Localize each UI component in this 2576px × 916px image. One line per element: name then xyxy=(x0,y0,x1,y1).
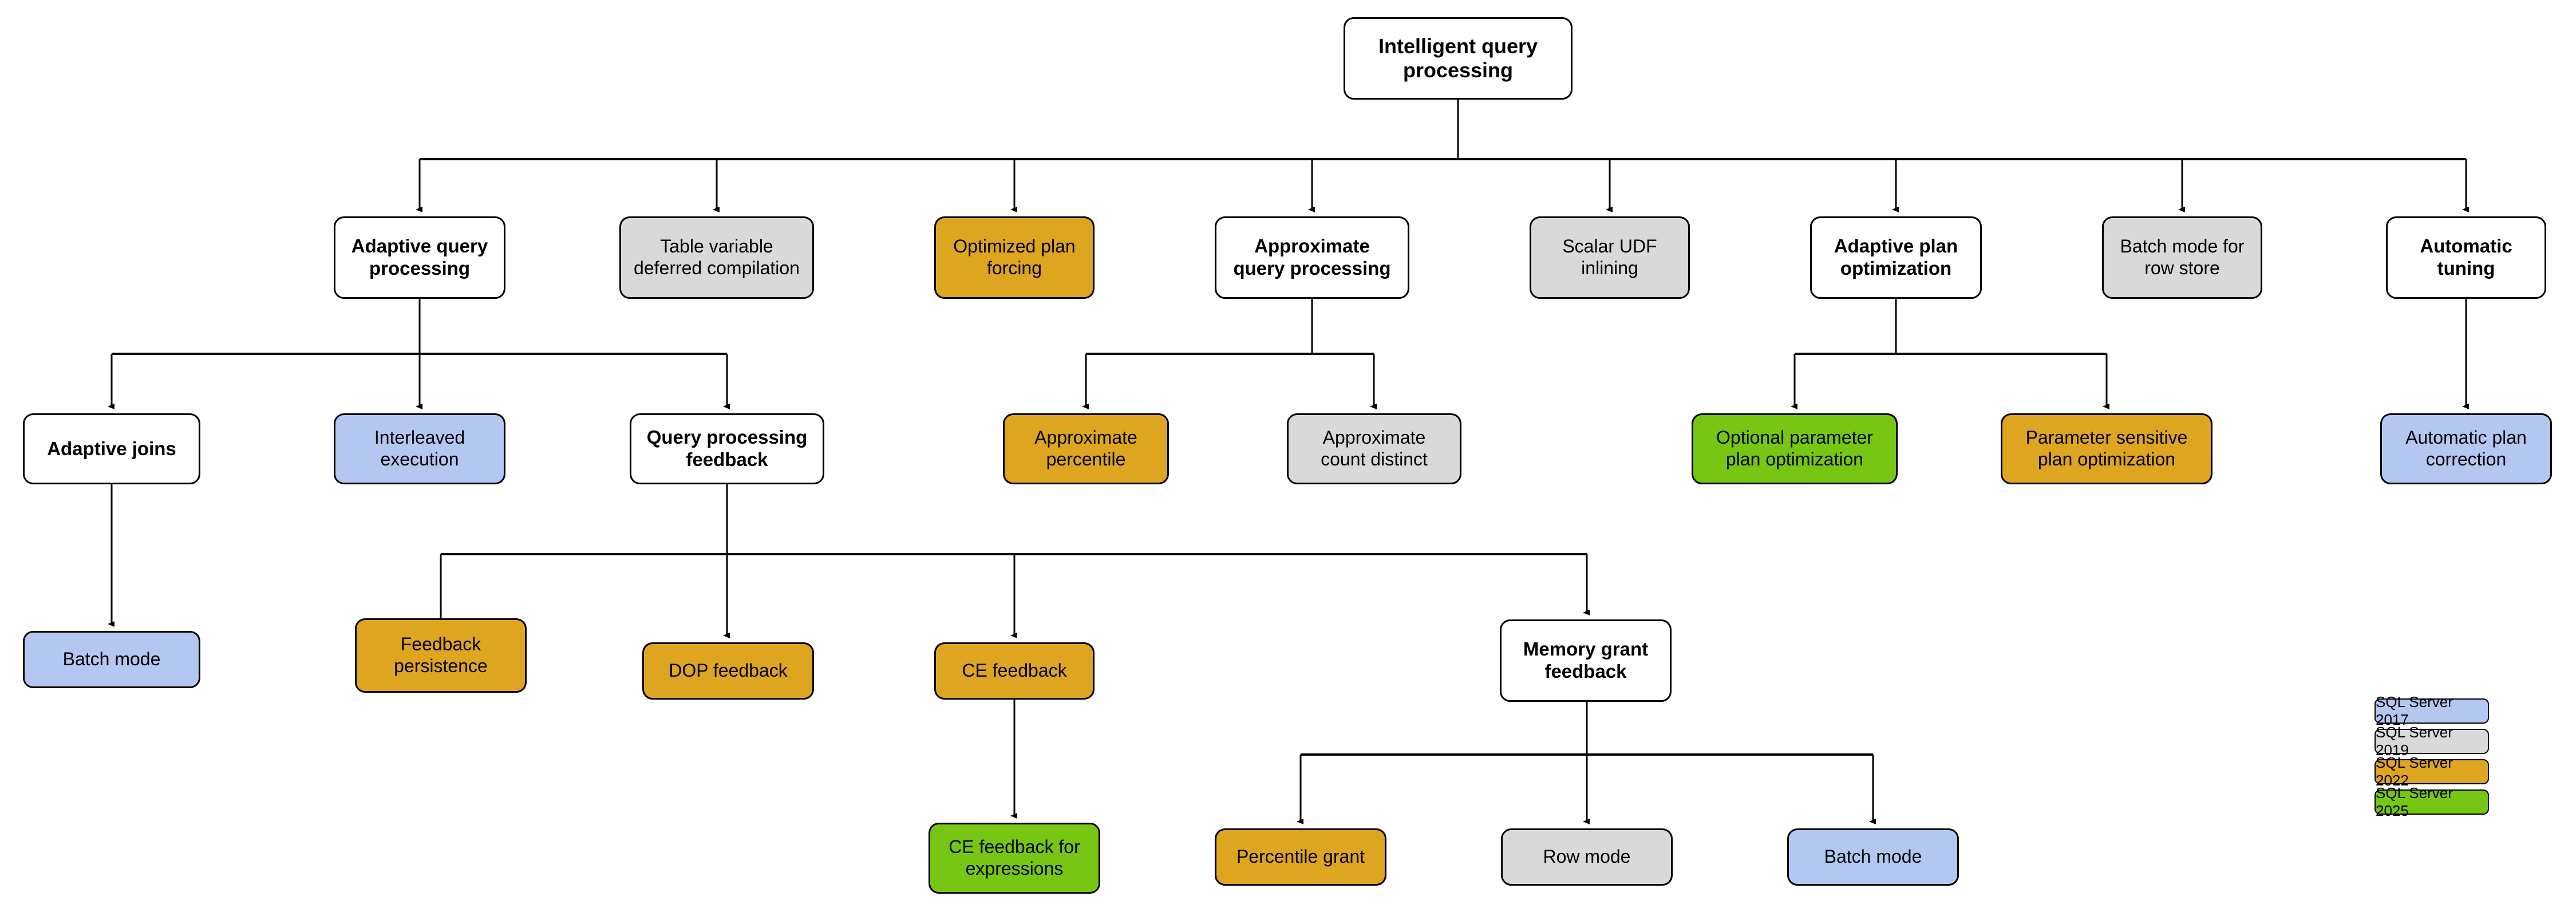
node-automatic-tuning[interactable]: Automatic tuning xyxy=(2386,216,2546,299)
node-optimized-plan-forcing[interactable]: Optimized plan forcing xyxy=(934,216,1095,299)
legend: SQL Server 2017 SQL Server 2019 SQL Serv… xyxy=(2374,693,2489,819)
legend-item-sql-server-2017: SQL Server 2017 xyxy=(2374,693,2489,728)
node-approximate-count-distinct[interactable]: Approximate count distinct xyxy=(1287,413,1461,484)
node-percentile-grant[interactable]: Percentile grant xyxy=(1215,828,1386,886)
node-memory-grant-feedback[interactable]: Memory grant feedback xyxy=(1500,619,1672,702)
node-optional-parameter-plan-optimization[interactable]: Optional parameter plan optimization xyxy=(1692,413,1898,484)
node-table-variable-deferred-compilation[interactable]: Table variable deferred compilation xyxy=(619,216,814,299)
legend-item-sql-server-2022: SQL Server 2022 xyxy=(2374,754,2489,789)
node-approximate-percentile[interactable]: Approximate percentile xyxy=(1003,413,1169,484)
node-batch-mode-for-row-store[interactable]: Batch mode for row store xyxy=(2102,216,2262,299)
node-query-processing-feedback[interactable]: Query processing feedback xyxy=(630,413,824,484)
legend-item-sql-server-2025: SQL Server 2025 xyxy=(2374,784,2489,819)
node-adaptive-plan-optimization[interactable]: Adaptive plan optimization xyxy=(1810,216,1982,299)
node-parameter-sensitive-plan-optimization[interactable]: Parameter sensitive plan optimization xyxy=(2001,413,2212,484)
node-dop-feedback[interactable]: DOP feedback xyxy=(642,642,814,700)
node-batch-mode-adaptive-joins[interactable]: Batch mode xyxy=(23,631,200,688)
node-row-mode[interactable]: Row mode xyxy=(1501,828,1673,886)
node-interleaved-execution[interactable]: Interleaved execution xyxy=(334,413,505,484)
node-approximate-query-processing[interactable]: Approximate query processing xyxy=(1215,216,1409,299)
node-adaptive-joins[interactable]: Adaptive joins xyxy=(23,413,200,484)
legend-item-sql-server-2019: SQL Server 2019 xyxy=(2374,724,2489,759)
node-ce-feedback[interactable]: CE feedback xyxy=(934,642,1095,700)
node-automatic-plan-correction[interactable]: Automatic plan correction xyxy=(2380,413,2552,484)
node-batch-mode-memory-grant[interactable]: Batch mode xyxy=(1787,828,1959,886)
node-ce-feedback-for-expressions[interactable]: CE feedback for expressions xyxy=(929,823,1100,894)
node-scalar-udf-inlining[interactable]: Scalar UDF inlining xyxy=(1530,216,1690,299)
node-feedback-persistence[interactable]: Feedback persistence xyxy=(355,618,527,693)
node-intelligent-query-processing[interactable]: Intelligent query processing xyxy=(1344,17,1573,100)
node-adaptive-query-processing[interactable]: Adaptive query processing xyxy=(334,216,505,299)
